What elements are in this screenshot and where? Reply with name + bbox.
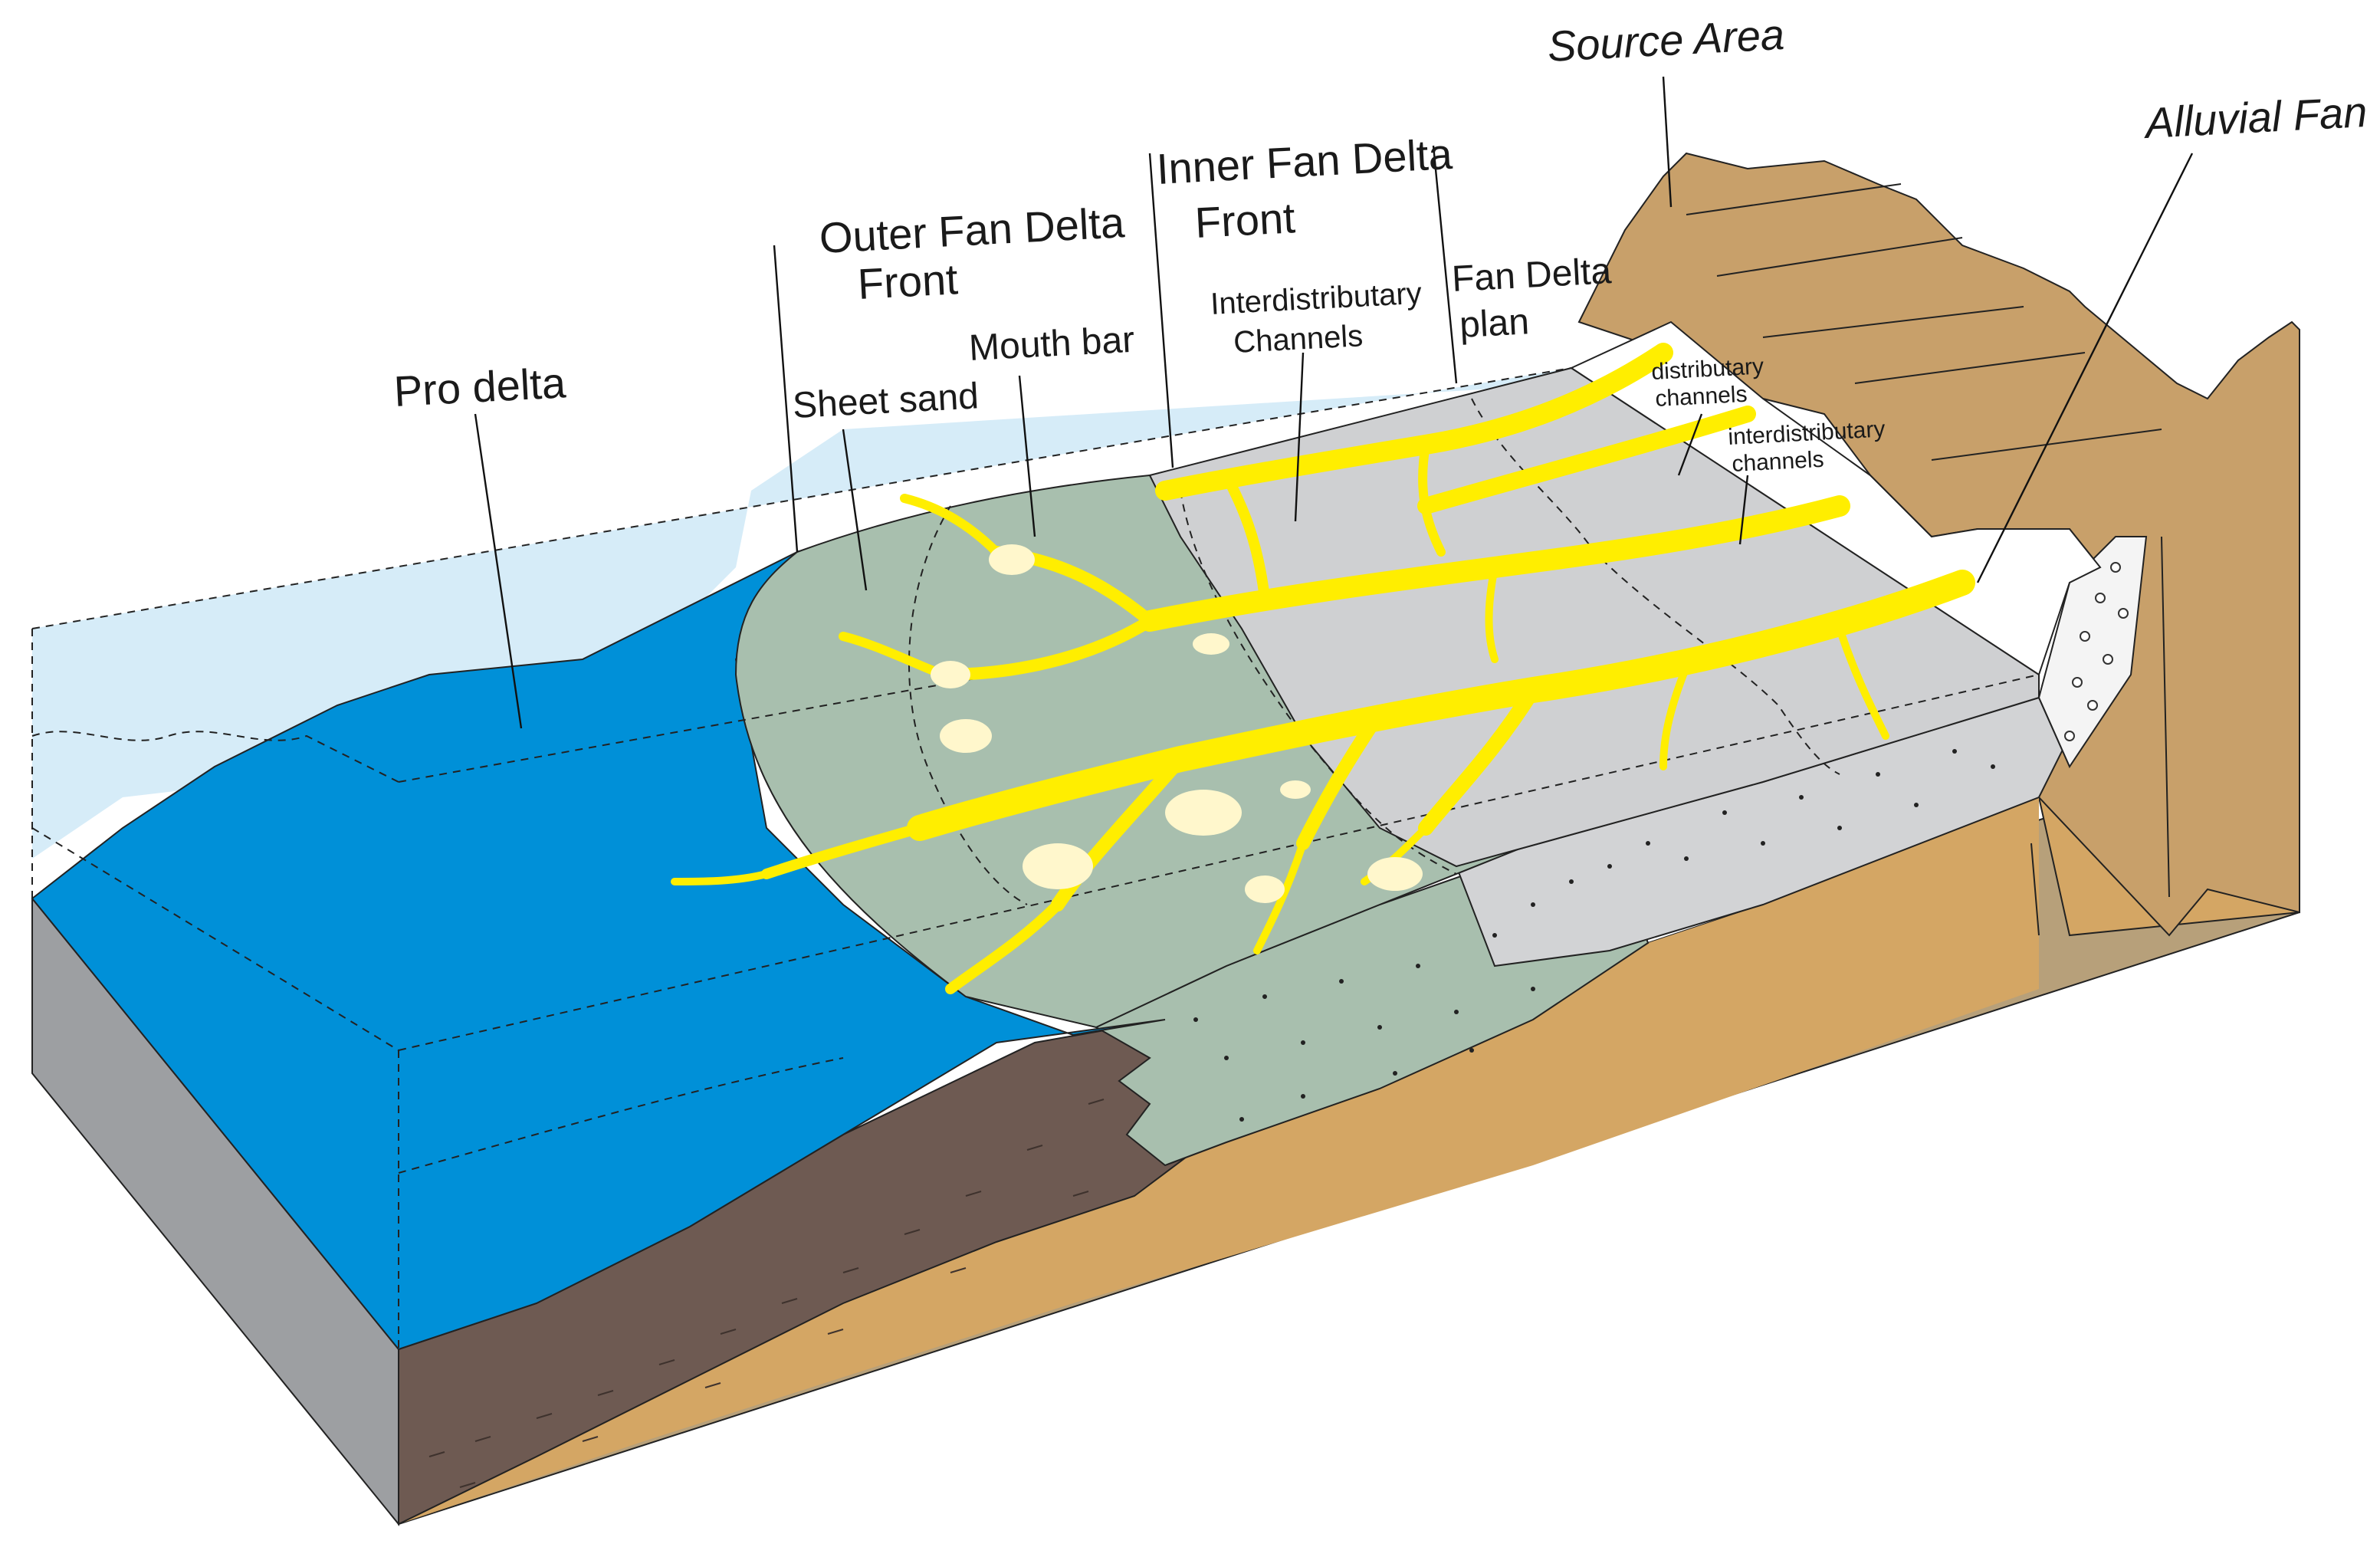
mouth-bars [931,544,1423,903]
sand-wedge-lower [399,797,2039,1524]
leader-sheet-sand [842,429,868,591]
water-level-lines [31,367,2040,1349]
leader-mouth-bar [1018,375,1036,537]
label-sheet-sand: Sheet sand [792,376,980,426]
alluvial-fan-pebbles [2064,562,2129,741]
distributary-channel-network [671,343,1975,994]
outer-fan-delta-front [734,474,1535,1029]
leader-lines [474,76,2194,729]
leader-distributary [1677,413,1703,476]
leader-source-area [1662,76,1673,208]
leader-pro-delta [474,413,523,729]
label-fan-delta-plan-line2: plan [1459,301,1530,346]
leader-alluvial-fan [1976,153,2194,583]
label-fan-delta-plan-line1: Fan Delta [1451,251,1613,300]
leader-fan-delta-plan [1432,145,1458,384]
mud-dashes [428,1099,1105,1488]
label-distributary-line1: distributary [1651,353,1764,385]
label-mouth-bar: Mouth bar [968,320,1136,369]
pebble-dots [1193,749,1995,1122]
label-distributary-line2: channels [1655,382,1748,412]
zone-boundaries [908,398,1840,905]
label-interdistributary-line1: Interdistributary [1210,277,1423,321]
label-inner-front-line1: Inner Fan Delta [1155,130,1454,193]
leader-interdistributary [1294,352,1305,522]
leader-inner-front [1148,153,1174,468]
label-alluvial-fan: Alluvial Fan [2142,87,2368,147]
label-source-area: Source Area [1546,10,1785,71]
label-pro-delta: Pro delta [392,358,567,416]
label-inner-front-line2: Front [1193,193,1296,247]
label-interdistributary-small-line2: channels [1732,447,1825,477]
label-interdistributary-line2: Channels [1233,319,1364,360]
leader-outer-front [773,245,799,553]
label-outer-front-line2: Front [856,255,959,308]
label-outer-front-line1: Outer Fan Delta [818,198,1126,262]
leader-interdistributary-small [1738,475,1749,545]
